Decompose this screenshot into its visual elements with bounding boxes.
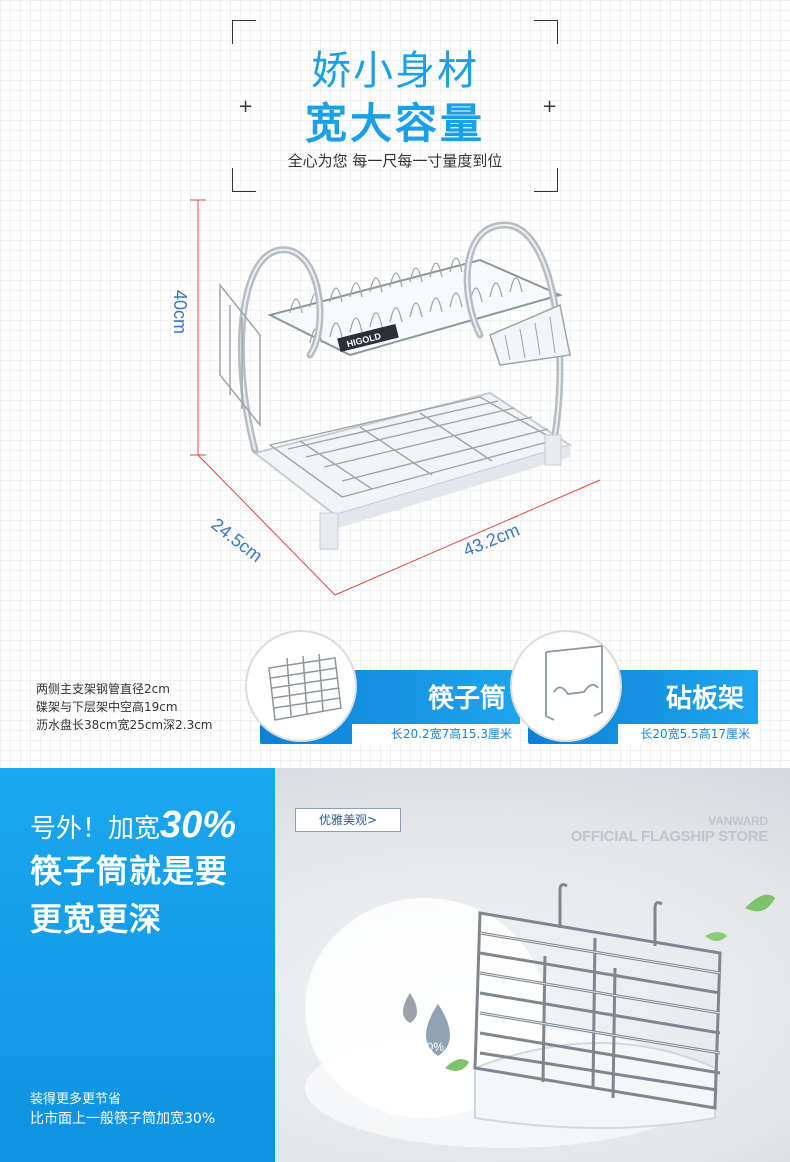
dish-rack-illustration: HIGOLD <box>190 199 601 596</box>
frame-corner-top-left <box>232 20 256 44</box>
water-drop-icon <box>426 1004 450 1056</box>
percent-badge: +30% <box>413 1040 445 1054</box>
promo-footnote-2: 比市面上一般筷子筒加宽30% <box>30 1111 216 1127</box>
promo-prefix: 号外！加宽 <box>30 814 161 844</box>
promo-highlight: 30% <box>160 804 237 846</box>
water-drop-icon <box>403 993 417 1023</box>
accessory-size: 长20.2宽7高15.3厘米 <box>352 724 520 744</box>
plus-icon: + <box>542 96 558 117</box>
plus-icon: + <box>238 96 254 117</box>
accessory-title: 筷子筒 <box>427 684 506 714</box>
promo-footnote-1: 装得更多更节省 <box>30 1092 122 1107</box>
cutting-board-rack-icon <box>545 645 603 721</box>
accessory-image-circle <box>510 630 622 742</box>
accessory-card-chopstick-holder[interactable]: 筷子筒 长20.2宽7高15.3厘米 <box>245 630 525 745</box>
spec-item: 沥水盘长38cm宽25cm深2.3cm <box>36 718 213 732</box>
spec-item: 碟架与下层架中空高19cm <box>36 700 178 714</box>
elegant-tag-button[interactable]: 优雅美观> <box>295 808 401 832</box>
promo-headline-line3: 更宽更深 <box>30 900 163 938</box>
spec-item: 两侧主支架钢管直径2cm <box>36 682 170 696</box>
brand-watermark-name: VANWARD <box>708 814 768 828</box>
accessory-title: 砧板架 <box>665 684 744 714</box>
headline-bold: 宽大容量 <box>304 99 485 148</box>
spec-list: 两侧主支架钢管直径2cm 碟架与下层架中空高19cm 沥水盘长38cm宽25cm… <box>36 680 213 734</box>
promo-headline-line1: 号外！加宽30% <box>30 804 236 847</box>
accessory-image-circle <box>245 630 357 742</box>
headline-light: 娇小身材 <box>311 48 479 94</box>
brand-watermark-store: OFFICIAL FLAGSHIP STORE <box>570 828 769 845</box>
leaf-icon <box>705 932 727 941</box>
chopstick-holder-illustration <box>305 883 775 1148</box>
accessory-card-cutting-board-rack[interactable]: 砧板架 长20宽5.5高17厘米 <box>510 630 760 745</box>
frame-corner-bottom-right <box>534 168 558 192</box>
leaf-icon <box>445 1059 469 1071</box>
promo-panel: 号外！加宽30% 筷子筒就是要 更宽更深 装得更多更节省 比市面上一般筷子筒加宽… <box>0 768 275 1162</box>
chopstick-holder-promo-section: 号外！加宽30% 筷子筒就是要 更宽更深 装得更多更节省 比市面上一般筷子筒加宽… <box>0 768 790 1162</box>
chopstick-holder-icon <box>268 653 342 721</box>
dimension-lines <box>190 199 601 596</box>
frame-corner-bottom-left <box>232 168 256 192</box>
promo-headline-line2: 筷子筒就是要 <box>30 852 229 890</box>
headline-subtitle: 全心为您 每一尺每一寸量度到位 <box>287 152 503 170</box>
leaf-icon <box>745 894 775 912</box>
dimension-height-label: 40cm <box>170 290 190 335</box>
frame-corner-top-right <box>534 20 558 44</box>
product-dimension-section: + + 娇小身材 宽大容量 全心为您 每一尺每一寸量度到位 <box>0 0 790 768</box>
accessory-size: 长20宽5.5高17厘米 <box>618 724 758 744</box>
